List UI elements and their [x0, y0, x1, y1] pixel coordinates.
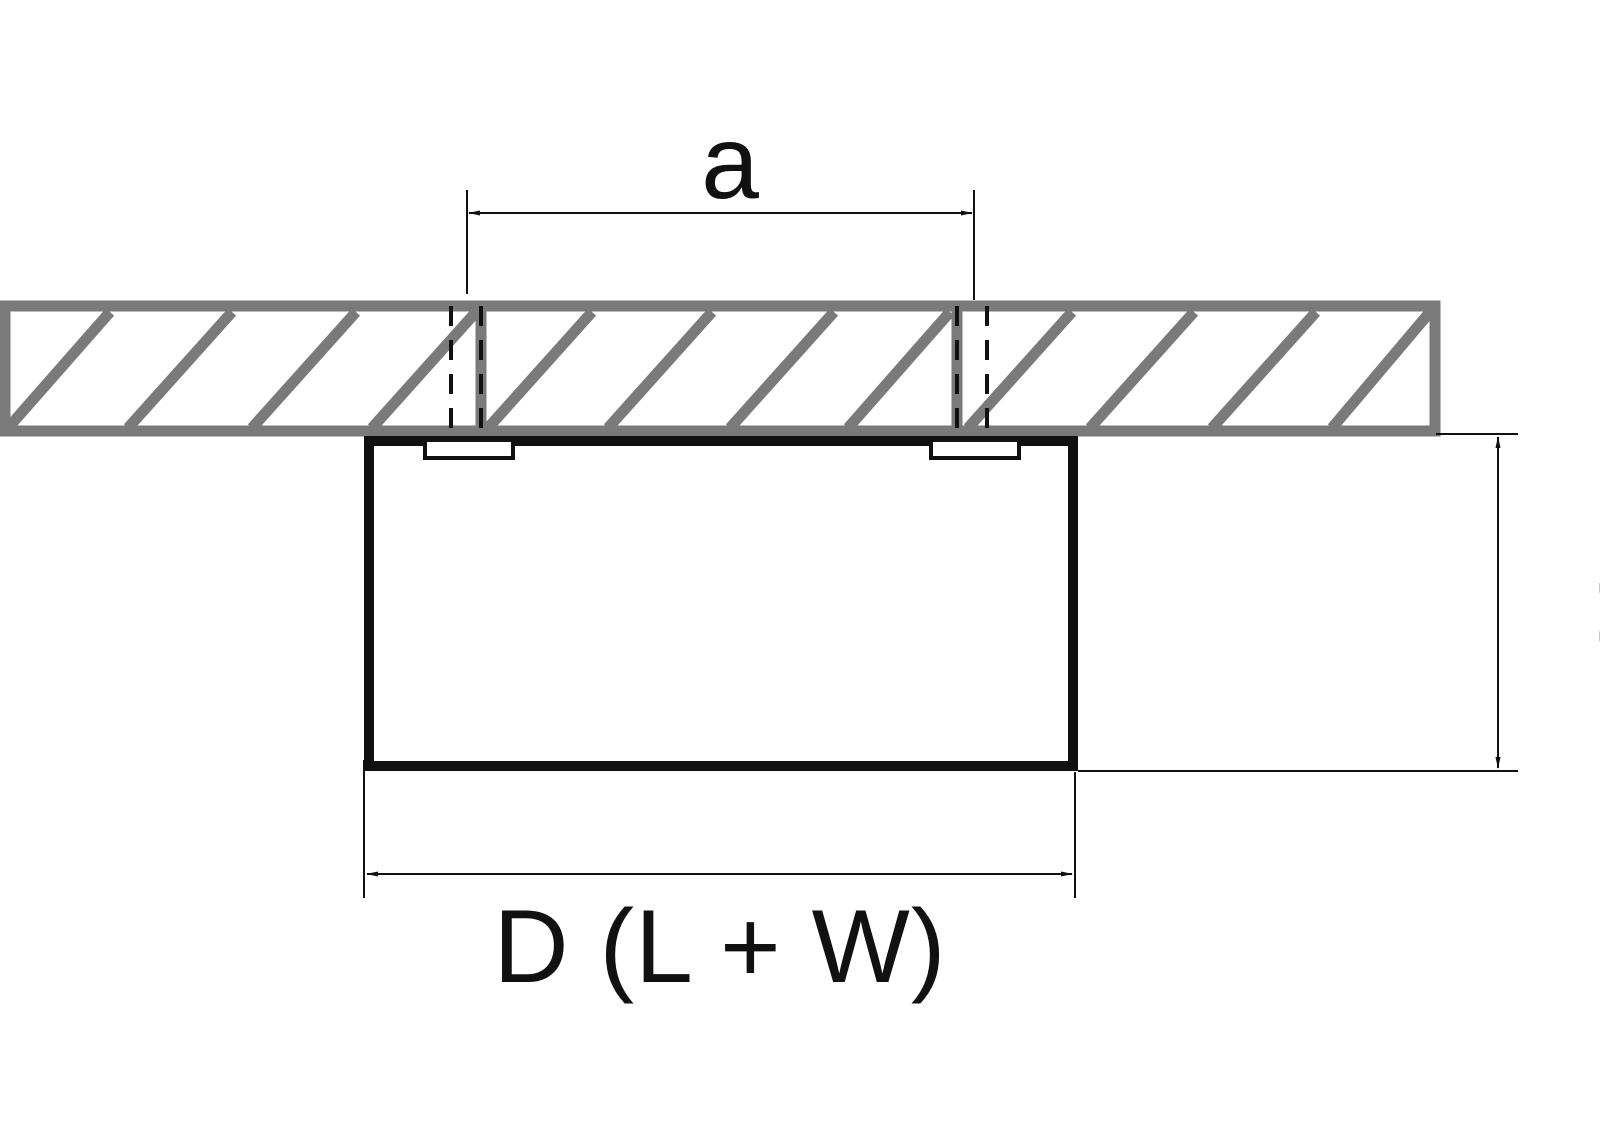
ceiling-panel-outline: [0, 300, 1441, 437]
dimension-height: [1078, 433, 1518, 772]
hidden-screw-lines: [449, 306, 989, 440]
mounting-bracket-right: [929, 438, 1021, 460]
fixture-body: [364, 436, 1078, 771]
spacing-label: a: [701, 105, 759, 221]
fixture-outline: [364, 436, 1078, 771]
dimension-spacing: [466, 190, 975, 300]
dimension-width: [363, 760, 1076, 898]
height-label: H: [1577, 574, 1600, 649]
width-label: D (L + W): [494, 889, 947, 1005]
mounting-bracket-left: [423, 438, 515, 460]
ceiling-panel: [0, 300, 1441, 437]
ceiling-hatching: [3, 308, 1435, 432]
